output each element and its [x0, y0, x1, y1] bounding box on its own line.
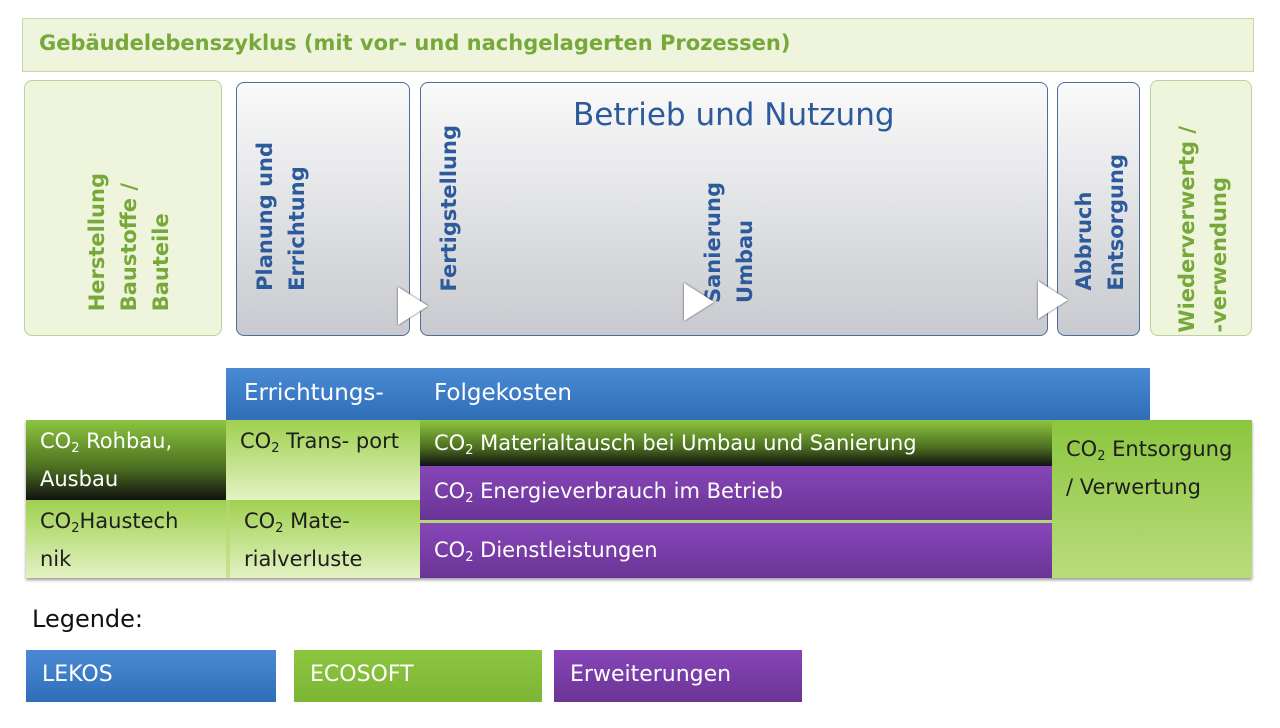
co2-prefix: CO: [40, 429, 72, 453]
phase-betrieb: Betrieb und Nutzung Fertigstellung Sanie…: [420, 82, 1048, 336]
co2-sub: 2: [271, 441, 280, 456]
co2-prefix: CO: [244, 509, 276, 533]
co2-haustechnik: CO2Haustech nik: [26, 500, 226, 578]
arrow-icon: [684, 283, 714, 321]
co2-prefix: CO: [434, 479, 466, 503]
legend-ecosoft: ECOSOFT: [294, 650, 542, 702]
co2-sub: 2: [1097, 449, 1106, 464]
cost-bar: Errichtungs- Folgekosten: [226, 368, 1150, 420]
phase-planung: Planung und Errichtung: [236, 82, 410, 336]
co2-materialverluste: CO2 Mate- rialverluste: [230, 500, 420, 578]
co2-text: Rohbau, Ausbau: [40, 429, 173, 491]
co2-text: Trans- port: [279, 429, 399, 453]
co2-dienstleistungen: CO2 Dienstleistungen: [420, 523, 1052, 578]
legend-erweiterungen: Erweiterungen: [554, 650, 802, 702]
lifecycle-title: Gebäudelebenszyklus (mit vor- und nachge…: [22, 18, 1254, 72]
legend-lekos: LEKOS: [26, 650, 276, 702]
co2-entsorgung: CO2 Entsorgung / Verwertung: [1052, 420, 1252, 578]
phase-label: Planung und Errichtung: [253, 142, 309, 291]
co2-materialtausch: CO2 Materialtausch bei Umbau und Sanieru…: [420, 420, 1052, 466]
errichtungskosten-label: Errichtungs-: [244, 380, 384, 406]
co2-text: Dienstleistungen: [473, 538, 658, 562]
co2-text: Materialtausch bei Umbau und Sanierung: [473, 431, 917, 455]
arrow-icon: [1038, 281, 1068, 319]
co2-sub: 2: [275, 521, 284, 536]
co2-sub: 2: [465, 491, 474, 506]
co2-prefix: CO: [40, 509, 72, 533]
co2-transport: CO2 Trans- port: [226, 420, 420, 500]
phase-label: Abbruch Entsorgung: [1072, 154, 1128, 291]
co2-sub: 2: [71, 521, 80, 536]
co2-prefix: CO: [434, 538, 466, 562]
phase-label: Herstellung Baustoffe / Bauteile: [85, 172, 173, 311]
legend-label: Legende:: [32, 605, 144, 633]
co2-text: Energieverbrauch im Betrieb: [473, 479, 783, 503]
co2-sub: 2: [465, 550, 474, 565]
phase-abbruch: Abbruch Entsorgung: [1057, 82, 1140, 336]
phase-label: Fertigstellung: [437, 124, 461, 291]
phase-label: Wiederverwertg / -verwendung: [1175, 126, 1231, 333]
co2-prefix: CO: [434, 431, 466, 455]
co2-sub: 2: [71, 441, 80, 456]
co2-text: Entsorgung / Verwertung: [1066, 437, 1233, 499]
co2-text: Mate- rialverluste: [244, 509, 363, 571]
co2-rohbau: CO2 Rohbau, Ausbau: [26, 420, 226, 500]
arrow-icon: [398, 287, 428, 325]
betrieb-title: Betrieb und Nutzung: [573, 97, 895, 133]
co2-energie: CO2 Energieverbrauch im Betrieb: [420, 466, 1052, 520]
co2-sub: 2: [465, 443, 474, 458]
co2-prefix: CO: [240, 429, 272, 453]
co2-text: Haustech nik: [40, 509, 179, 571]
co2-prefix: CO: [1066, 437, 1098, 461]
phase-herstellung: Herstellung Baustoffe / Bauteile: [24, 80, 222, 336]
phase-wiederverwertung: Wiederverwertg / -verwendung: [1150, 80, 1252, 336]
folgekosten-label: Folgekosten: [434, 380, 572, 406]
